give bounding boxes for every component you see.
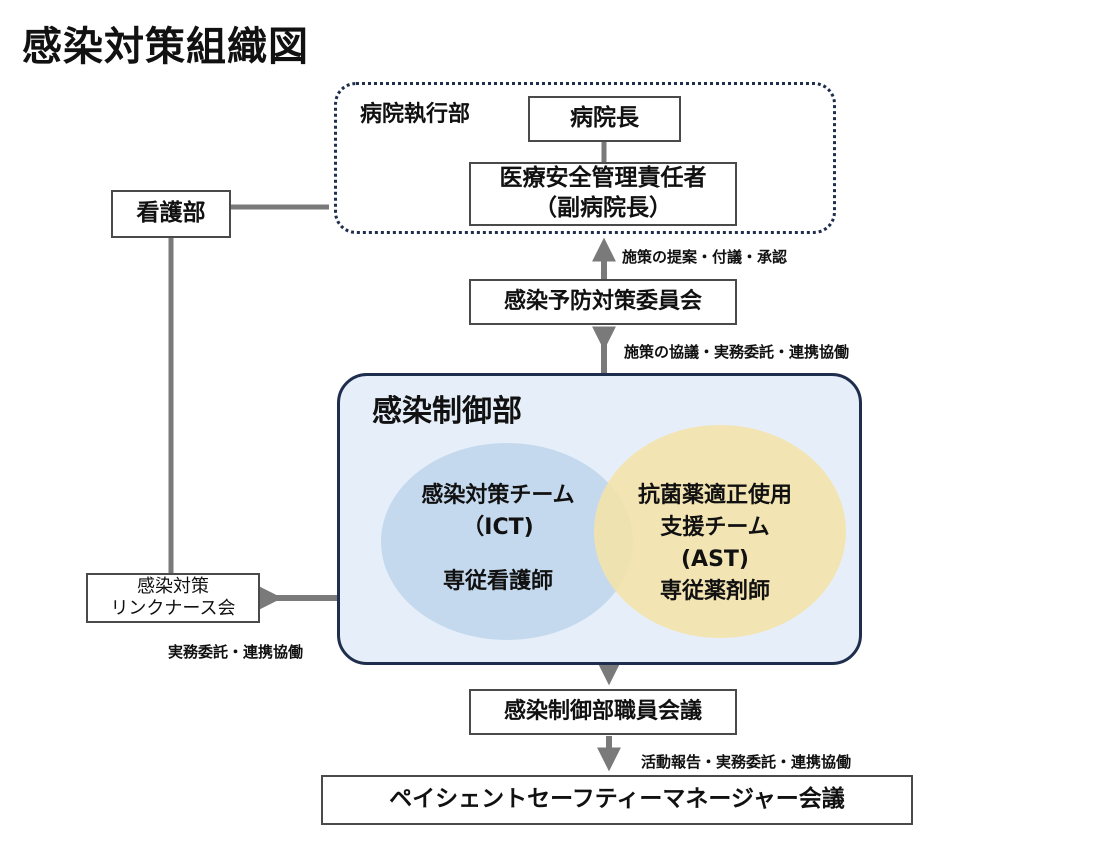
committee-box: 感染予防対策委員会 bbox=[469, 279, 737, 325]
ict-circle bbox=[381, 443, 633, 640]
note-proposal: 施策の提案・付議・承認 bbox=[622, 248, 788, 266]
safety-officer-sub: （副病院長） bbox=[534, 195, 672, 221]
page-title: 感染対策組織図 bbox=[22, 24, 309, 70]
ast-text: 抗菌薬適正使用 支援チーム (AST) 専従薬剤師 bbox=[606, 480, 824, 608]
committee-label: 感染予防対策委員会 bbox=[503, 288, 702, 314]
link-nurse-label-2: リンクナース会 bbox=[110, 598, 236, 619]
director-box: 病院長 bbox=[528, 96, 681, 142]
staff-meeting-box: 感染制御部職員会議 bbox=[469, 689, 737, 735]
note-report: 活動報告・実務委託・連携協働 bbox=[641, 753, 852, 771]
ast-abbr: (AST) bbox=[681, 546, 749, 572]
ict-text: 感染対策チーム （ICT) 専従看護師 bbox=[392, 480, 604, 598]
ict-abbr: （ICT) bbox=[462, 514, 534, 540]
executive-label: 病院執行部 bbox=[360, 102, 471, 127]
safety-officer-label: 医療安全管理責任者 bbox=[499, 165, 707, 192]
nursing-label: 看護部 bbox=[136, 200, 206, 227]
control-dept-label: 感染制御部 bbox=[372, 394, 522, 429]
ast-staff: 専従薬剤師 bbox=[659, 578, 770, 604]
ict-staff: 専従看護師 bbox=[442, 568, 553, 594]
staff-meeting-label: 感染制御部職員会議 bbox=[503, 698, 702, 724]
ast-name-1: 抗菌薬適正使用 bbox=[637, 483, 792, 508]
director-label: 病院長 bbox=[570, 105, 639, 132]
link-nurse-label-1: 感染対策 bbox=[137, 576, 209, 598]
link-nurse-box: 感染対策 リンクナース会 bbox=[86, 573, 260, 623]
patient-safety-label: ペイシェントセーフティーマネージャー会議 bbox=[389, 786, 845, 813]
nursing-box: 看護部 bbox=[111, 190, 231, 238]
patient-safety-box: ペイシェントセーフティーマネージャー会議 bbox=[321, 775, 913, 825]
note-deliberation: 施策の協議・実務委託・連携協働 bbox=[624, 343, 850, 361]
note-link: 実務委託・連携協働 bbox=[168, 643, 304, 661]
ast-circle bbox=[594, 425, 846, 638]
executive-group bbox=[334, 82, 836, 234]
safety-officer-box: 医療安全管理責任者 （副病院長） bbox=[469, 162, 737, 226]
ict-name: 感染対策チーム bbox=[421, 483, 575, 508]
ast-name-2: 支援チーム bbox=[660, 514, 770, 540]
